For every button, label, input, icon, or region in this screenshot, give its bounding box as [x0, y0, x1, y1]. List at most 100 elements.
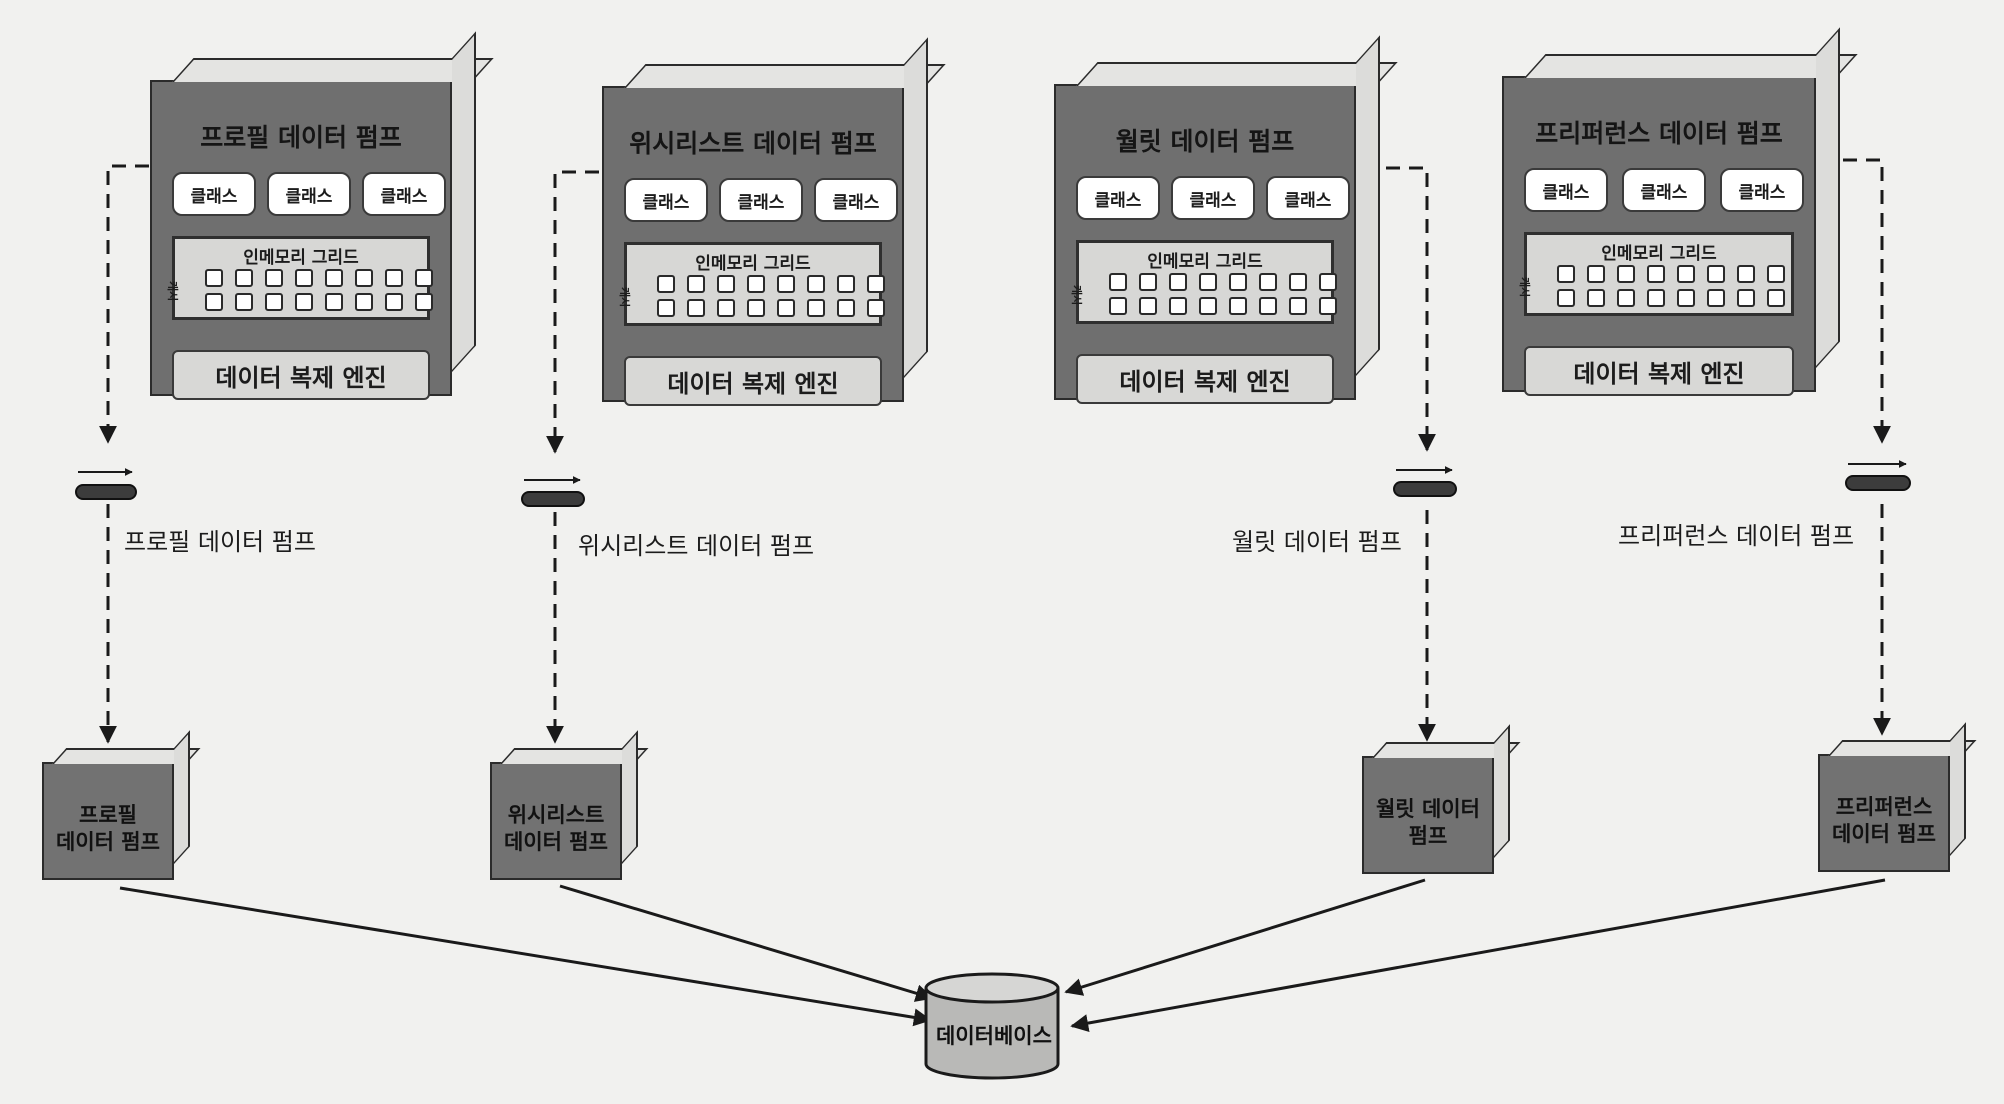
target-pump-label: 위시리스트 데이터 펌프: [504, 803, 608, 854]
class-box: 클래스: [1076, 176, 1160, 220]
class-box: 클래스: [267, 172, 351, 216]
cache-cell: [1707, 289, 1725, 307]
cache-cell: [837, 275, 855, 293]
class-box: 클래스: [362, 172, 446, 216]
class-box: 클래스: [1171, 176, 1255, 220]
cache-cells: [1109, 273, 1337, 315]
cache-cell: [235, 293, 253, 311]
pump-wallet: 월릿 데이터 펌프 클래스 클래스 클래스 인메모리 그리드 캐시 데이터 복제…: [1054, 84, 1356, 404]
cache-cell: [1677, 289, 1695, 307]
cache-cell: [1259, 297, 1277, 315]
cache-cell: [1617, 265, 1635, 283]
cache-cell: [657, 299, 675, 317]
grid-title: 인메모리 그리드: [243, 248, 359, 268]
pump-profile: 프로필 데이터 펌프 클래스 클래스 클래스 인메모리 그리드 캐시 데이터 복…: [150, 80, 452, 400]
pump-title: 월릿 데이터 펌프: [1115, 127, 1295, 156]
class-box: 클래스: [1622, 168, 1706, 212]
cache-cell: [1737, 289, 1755, 307]
cache-cell: [687, 275, 705, 293]
cache-cell: [1617, 289, 1635, 307]
cache-cell: [265, 293, 283, 311]
cache-cell: [325, 269, 343, 287]
class-box: 클래스: [172, 172, 256, 216]
pump-wishlist: 위시리스트 데이터 펌프 클래스 클래스 클래스 인메모리 그리드 캐시 데이터…: [602, 86, 904, 406]
db-arrow-4: [1070, 878, 1886, 1032]
pump-preference: 프리퍼런스 데이터 펌프 클래스 클래스 클래스 인메모리 그리드 캐시 데이터…: [1502, 76, 1816, 396]
cache-cell: [1229, 273, 1247, 291]
in-memory-grid: 인메모리 그리드 캐시: [618, 242, 885, 326]
cache-cell: [1737, 265, 1755, 283]
database-icon: [924, 972, 1060, 1080]
stream-label: 위시리스트 데이터 펌프: [578, 532, 815, 560]
cache-cell: [747, 275, 765, 293]
cache-cell: [1109, 297, 1127, 315]
cache-cell: [807, 275, 825, 293]
target-pump-profile: 프로필 데이터 펌프: [42, 762, 174, 880]
cache-cell: [777, 275, 795, 293]
target-pump-preference: 프리퍼런스 데이터 펌프: [1818, 754, 1950, 872]
cache-cells: [205, 269, 433, 311]
cache-cell: [1767, 265, 1785, 283]
grid-title: 인메모리 그리드: [1601, 244, 1717, 264]
cache-cell: [295, 293, 313, 311]
cache-cell: [1319, 273, 1337, 291]
cache-label: 캐시: [618, 287, 631, 308]
cache-cell: [1199, 297, 1217, 315]
class-box: 클래스: [814, 178, 898, 222]
cache-cell: [385, 293, 403, 311]
cache-cells: [1557, 265, 1785, 307]
cache-cell: [1169, 297, 1187, 315]
cache-cell: [1319, 297, 1337, 315]
pump-title: 위시리스트 데이터 펌프: [629, 129, 877, 158]
cache-cell: [867, 275, 885, 293]
stream-label: 프로필 데이터 펌프: [124, 528, 316, 556]
target-pump-label: 프리퍼런스 데이터 펌프: [1832, 795, 1936, 846]
pump2-connector: [546, 170, 622, 454]
cache-cell: [867, 299, 885, 317]
in-memory-grid: 인메모리 그리드 캐시: [166, 236, 433, 320]
cache-cell: [657, 275, 675, 293]
cache-cell: [235, 269, 253, 287]
database-label: 데이터베이스: [936, 1024, 1052, 1048]
cache-cell: [717, 299, 735, 317]
cache-cell: [1557, 289, 1575, 307]
cache-cell: [1647, 265, 1665, 283]
cache-cell: [1557, 265, 1575, 283]
cache-cell: [837, 299, 855, 317]
cache-cell: [1139, 297, 1157, 315]
target-pump-wishlist: 위시리스트 데이터 펌프: [490, 762, 622, 880]
class-box: 클래스: [1266, 176, 1350, 220]
class-box: 클래스: [1720, 168, 1804, 212]
class-box: 클래스: [624, 178, 708, 222]
in-memory-grid: 인메모리 그리드 캐시: [1070, 240, 1337, 324]
cache-cell: [717, 275, 735, 293]
pump-title: 프로필 데이터 펌프: [200, 123, 402, 152]
stream-pipes: [75, 460, 1911, 507]
cache-cell: [1199, 273, 1217, 291]
cache-cell: [1109, 273, 1127, 291]
db-arrow-2: [559, 884, 934, 1002]
cache-cell: [325, 293, 343, 311]
target-pump-label: 월릿 데이터 펌프: [1376, 797, 1480, 848]
cache-label: 캐시: [166, 281, 179, 302]
class-box: 클래스: [1524, 168, 1608, 212]
cache-cell: [1289, 297, 1307, 315]
stream-label: 프리퍼런스 데이터 펌프: [1618, 522, 1855, 550]
target-pump-label: 프로필 데이터 펌프: [56, 803, 160, 854]
cache-cell: [1169, 273, 1187, 291]
class-box: 클래스: [719, 178, 803, 222]
db-arrow-3: [1064, 878, 1426, 996]
cache-cell: [1259, 273, 1277, 291]
cache-label: 캐시: [1518, 277, 1531, 298]
cache-cell: [1289, 273, 1307, 291]
cache-cell: [1677, 265, 1695, 283]
grid-title: 인메모리 그리드: [1147, 252, 1263, 272]
cache-cell: [415, 293, 433, 311]
db-arrow-1: [119, 886, 932, 1027]
cache-cell: [1587, 289, 1605, 307]
pump-title: 프리퍼런스 데이터 펌프: [1535, 119, 1783, 148]
cache-cell: [1647, 289, 1665, 307]
cache-cell: [265, 269, 283, 287]
replication-engine: 데이터 복제 엔진: [624, 356, 882, 406]
